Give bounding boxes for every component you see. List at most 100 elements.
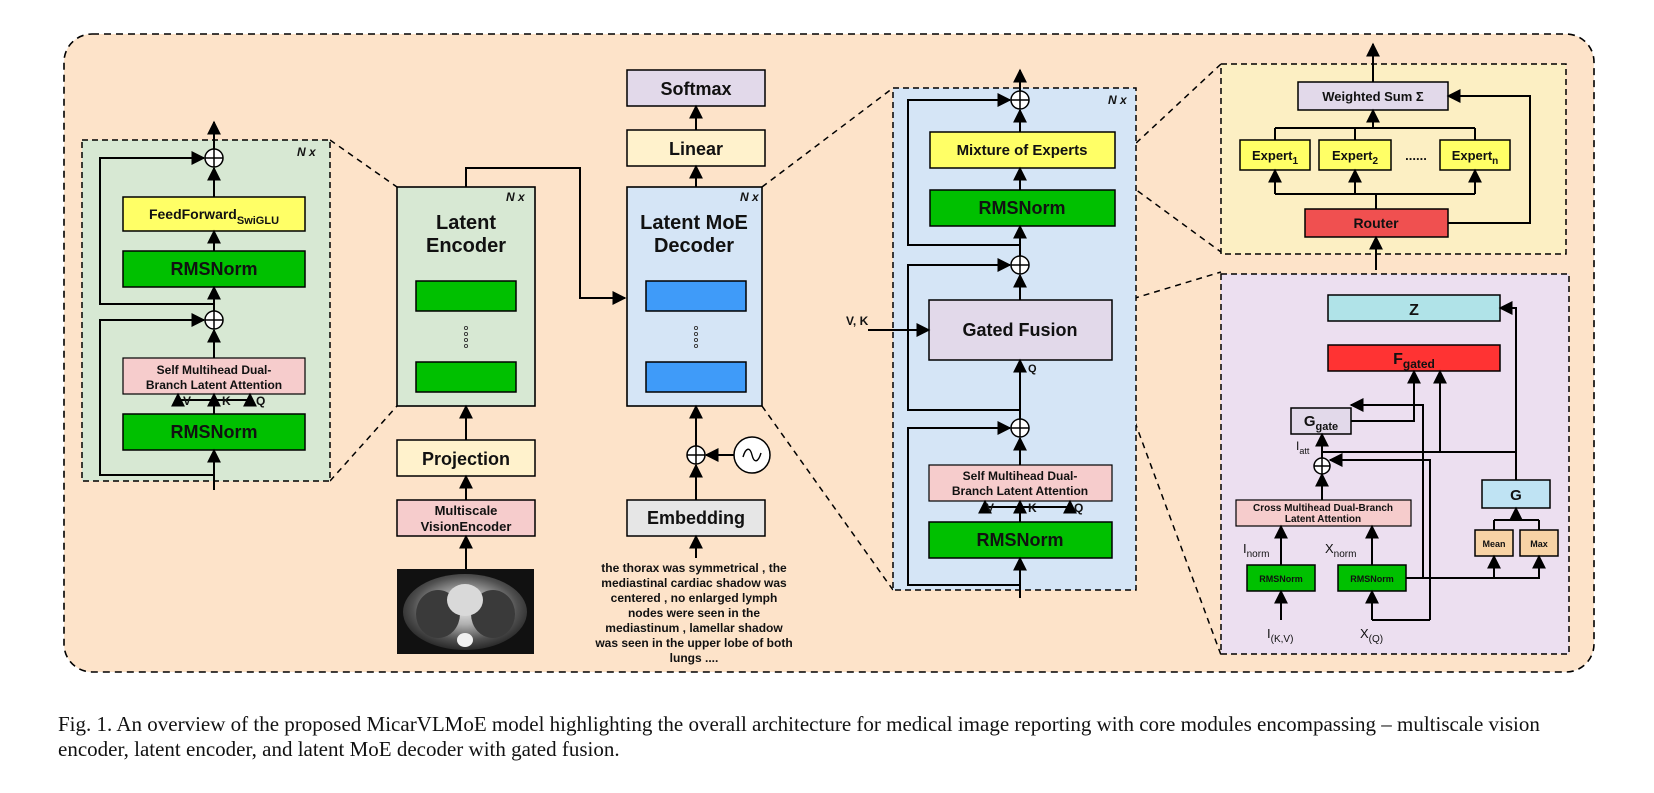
cross-attention-block	[1235, 499, 1412, 527]
decoder-self-attention-block	[928, 464, 1113, 502]
decoder-rmsnorm-top	[929, 189, 1116, 227]
report-text-line: centered , no enlarged lymph	[611, 591, 778, 605]
decoder-rmsnorm-bottom-label: RMSNorm	[976, 530, 1063, 550]
figure-caption: Fig. 1. An overview of the proposed Mica…	[58, 712, 1540, 761]
mean-label: Mean	[1482, 539, 1505, 549]
mixture-of-experts-block	[929, 131, 1116, 169]
max-label: Max	[1530, 539, 1548, 549]
latent-moe-decoder-title-line1: Latent MoE	[640, 212, 748, 234]
feedforward-label: FeedForwardSwiGLU	[149, 206, 279, 227]
latent-decoder-layer-bottom	[645, 361, 747, 393]
i-norm-label: Inorm	[1243, 541, 1269, 560]
encoder-v-label: V	[183, 394, 191, 408]
gated-fusion-label: Gated Fusion	[962, 320, 1077, 340]
x-norm-label: Xnorm	[1325, 541, 1356, 560]
vision-encoder-line2: VisionEncoder	[421, 519, 512, 534]
g-label: G	[1510, 487, 1522, 504]
i-kv-label: I(K,V)	[1267, 626, 1293, 645]
fusion-rmsnorm-right-label: RMSNorm	[1350, 574, 1394, 584]
expert-1-label: Expert1	[1252, 148, 1298, 167]
expert-2-block	[1318, 139, 1392, 171]
decoder-block-repeat-label: N x	[1108, 93, 1128, 107]
encoder-rmsnorm-bottom	[122, 413, 306, 451]
fusion-rmsnorm-left-label: RMSNorm	[1259, 574, 1303, 584]
encoder-self-attention-block	[122, 357, 306, 395]
latent-encoder-repeat-label: N x	[506, 190, 526, 204]
latent-decoder-ellipsis	[693, 325, 699, 349]
router-block	[1304, 208, 1449, 238]
encoder-rmsnorm-top-label: RMSNorm	[170, 259, 257, 279]
expert-1-block	[1239, 139, 1311, 171]
vk-input-label: V, K	[846, 314, 869, 328]
moe-zoom: Weighted Sum Σ Expert1 Expert2 ...... Ex…	[1220, 42, 1567, 270]
decoder-self-attention-line2: Branch Latent Attention	[952, 484, 1088, 498]
multiscale-vision-encoder-block	[396, 499, 536, 537]
f-gated-block	[1327, 344, 1501, 372]
linear-label: Linear	[669, 139, 723, 159]
decoder-self-attention-line1: Self Multihead Dual-	[963, 469, 1078, 483]
softmax-label: Softmax	[660, 79, 731, 99]
encoder-k-label: K	[222, 394, 231, 408]
mixture-of-experts-label: Mixture of Experts	[957, 142, 1088, 159]
latent-encoder-title-line1: Latent	[436, 212, 496, 234]
vision-encoder-line1: Multiscale	[435, 503, 498, 518]
decoder-path-arrows	[689, 104, 734, 558]
encoder-block-repeat-label: N x	[297, 145, 317, 159]
latent-encoder-layer-top	[415, 280, 517, 312]
weighted-sum-label: Weighted Sum Σ	[1322, 89, 1424, 104]
weighted-sum-block	[1297, 81, 1449, 111]
projection-label: Projection	[422, 449, 510, 469]
latent-moe-decoder-repeat-label: N x	[740, 190, 760, 204]
encoder-self-attention-line2: Branch Latent Attention	[146, 378, 282, 392]
fusion-rmsnorm-left	[1246, 564, 1316, 592]
experts-ellipsis: ......	[1405, 148, 1427, 163]
report-text-line: the thorax was symmetrical , the	[601, 561, 787, 575]
decoder-block-arrows	[868, 68, 1077, 598]
decoder-block-zoom: N x Mixture of Experts RMSNorm Gated Fus…	[846, 68, 1137, 598]
x-q-label: X(Q)	[1360, 626, 1383, 645]
encoder-block-arrows	[99, 120, 257, 490]
f-gated-label: Fgated	[1393, 351, 1435, 371]
decoder-rmsnorm-top-label: RMSNorm	[978, 198, 1065, 218]
i-att-label: Iatt	[1296, 439, 1310, 456]
g-gate-label: Ggate	[1304, 413, 1338, 433]
latent-moe-decoder: N x Latent MoE Decoder	[626, 186, 763, 407]
gated-fusion-block	[928, 299, 1113, 361]
expert-n-label: Expertn	[1452, 148, 1499, 167]
latent-encoder-title-line2: Encoder	[426, 235, 506, 257]
g-gate-block	[1290, 407, 1352, 435]
linear-block	[626, 129, 766, 167]
report-text-line: lungs ....	[670, 651, 719, 665]
router-label: Router	[1353, 215, 1399, 231]
cross-attention-line2: Latent Attention	[1285, 514, 1361, 525]
embedding-label: Embedding	[647, 508, 745, 528]
z-label: Z	[1409, 302, 1419, 319]
zoom-lines	[329, 63, 1222, 656]
expert-2-label: Expert2	[1332, 148, 1378, 167]
report-text-line: was seen in the upper lobe of both	[594, 636, 792, 650]
report-text-line: mediastinal cardiac shadow was	[601, 576, 787, 590]
gated-fusion-zoom: Z Fgated Ggate Iatt Cross Multihead Dual…	[1220, 273, 1570, 655]
encoder-rmsnorm-bottom-label: RMSNorm	[170, 422, 257, 442]
report-text: the thorax was symmetrical , the mediast…	[594, 561, 792, 665]
gated-fusion-q-label: Q	[1028, 363, 1037, 375]
latent-encoder: N x Latent Encoder	[396, 186, 536, 407]
report-text-line: mediastinum , lamellar shadow	[605, 621, 783, 635]
encoder-q-label: Q	[256, 394, 265, 408]
architecture-diagram: N x FeedForwardSwiGLU RMSNorm Self Multi…	[63, 33, 1595, 673]
cross-attention-line1: Cross Multihead Dual-Branch	[1253, 503, 1393, 514]
moe-arrows	[1268, 42, 1531, 270]
encoder-self-attention-line1: Self Multihead Dual-	[157, 363, 272, 377]
latent-encoder-ellipsis	[463, 325, 469, 349]
z-block	[1327, 294, 1501, 322]
report-text-line: nodes were seen in the	[628, 606, 760, 620]
latent-decoder-layer-top	[645, 280, 747, 312]
encoder-path-arrows	[459, 167, 627, 569]
latent-encoder-layer-bottom	[415, 361, 517, 393]
softmax-block	[626, 69, 766, 107]
ct-scan-image	[397, 569, 534, 654]
decoder-v-label: V	[986, 501, 994, 515]
latent-moe-decoder-title-line2: Decoder	[654, 235, 734, 257]
gated-fusion-arrows	[1274, 301, 1546, 621]
encoder-block-zoom: N x FeedForwardSwiGLU RMSNorm Self Multi…	[81, 120, 331, 490]
